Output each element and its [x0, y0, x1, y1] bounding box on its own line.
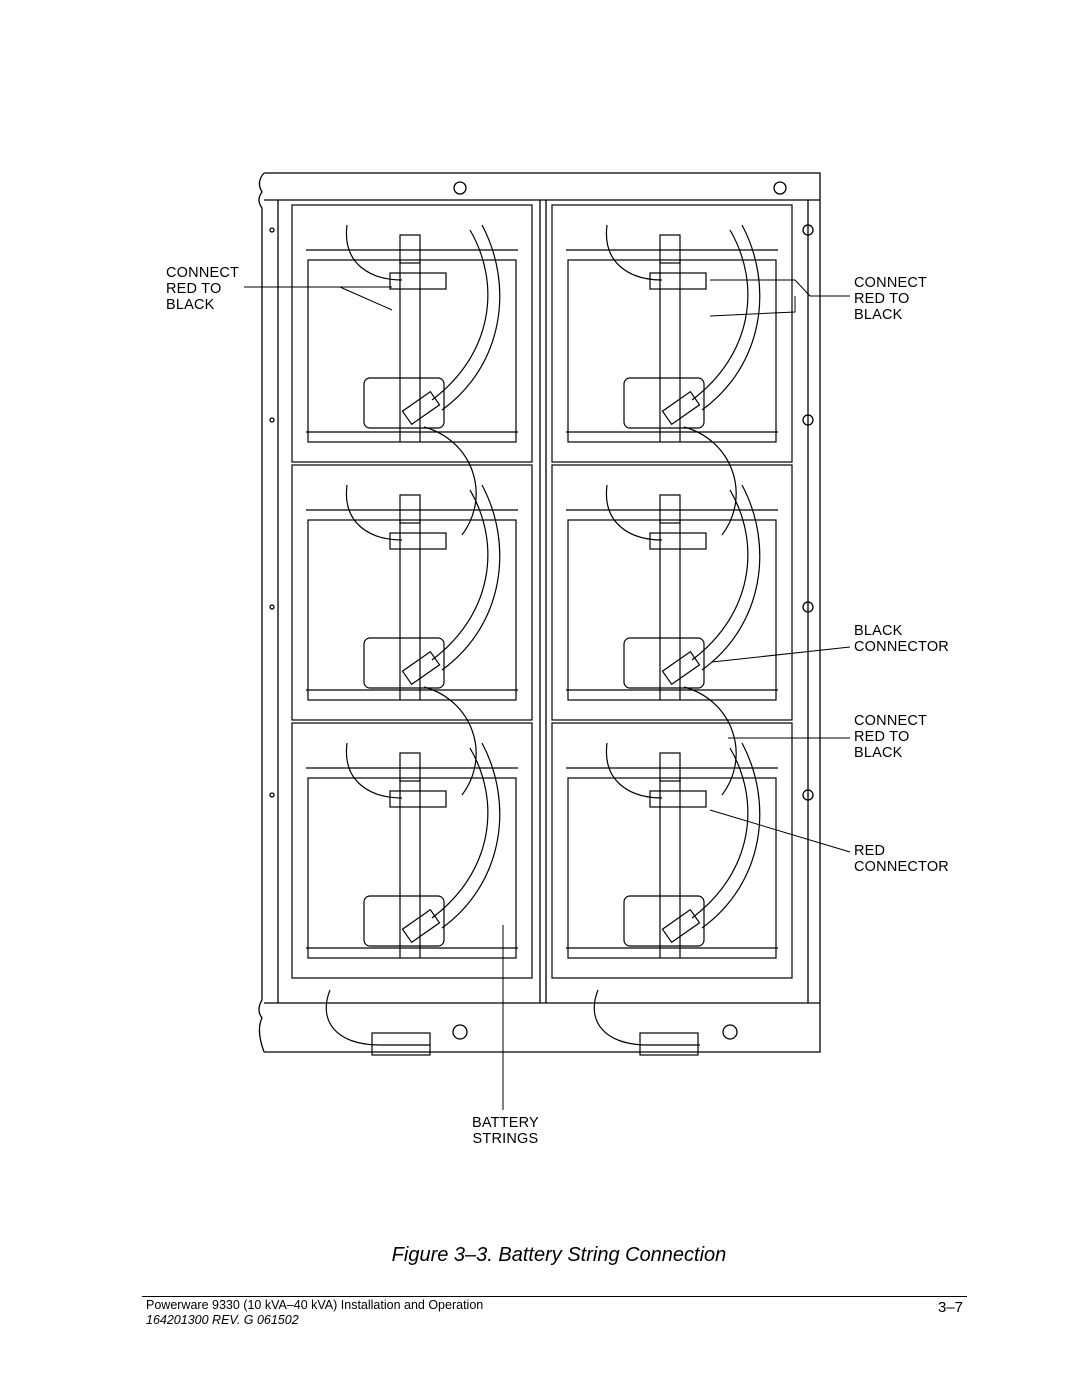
callout-connect-right-mid: CONNECT RED TO BLACK: [854, 713, 928, 761]
callout-leaders: [244, 279, 851, 1110]
battery-bay: [291, 722, 533, 979]
link-connector: [649, 272, 707, 290]
battery-body: [307, 519, 517, 701]
leader-connect-left: [339, 286, 393, 311]
lead-connector: [661, 908, 701, 944]
cable-long: [441, 742, 501, 929]
battery-cells: [291, 204, 793, 1056]
link-connector: [649, 790, 707, 808]
cable-long: [701, 742, 761, 929]
battery-body: [567, 259, 777, 443]
strap-clip: [399, 234, 421, 264]
link-connector: [649, 532, 707, 550]
side-hole: [269, 417, 275, 423]
battery-bay: [551, 722, 793, 979]
leader-black-connector: [711, 646, 851, 663]
lead-connector: [401, 390, 441, 426]
link-connector: [389, 272, 447, 290]
bottom-bolt: [722, 1024, 738, 1040]
jumper-arrow: [683, 426, 737, 536]
cable-long: [691, 747, 749, 919]
cable-long: [691, 489, 749, 661]
cable-top: [605, 224, 663, 281]
cable-top: [605, 484, 663, 541]
link-connector: [389, 790, 447, 808]
top-bolt: [773, 181, 787, 195]
cable-long: [441, 224, 501, 411]
cable-top: [345, 742, 403, 799]
side-hole: [269, 604, 275, 610]
battery-body: [567, 519, 777, 701]
cabinet-break-line: [258, 172, 265, 1053]
jumper-arrow: [423, 686, 477, 796]
cable-top: [605, 742, 663, 799]
bottom-connector: [371, 1032, 431, 1056]
lead-connector: [661, 650, 701, 686]
leader-red-connector: [709, 809, 851, 853]
footer-text: Powerware 9330 (10 kVA–40 kVA) Installat…: [146, 1298, 483, 1328]
terminal-plate: [623, 377, 705, 429]
strap-clip: [659, 494, 681, 524]
footer-page-number: 3–7: [938, 1299, 964, 1316]
callout-red-connector: RED CONNECTOR: [854, 843, 949, 875]
side-bolt: [802, 601, 814, 613]
side-hole: [269, 227, 275, 233]
battery-bay: [291, 204, 533, 463]
footer-doc-number: 164201300 REV. G 061502: [146, 1313, 299, 1327]
strap-clip: [659, 752, 681, 782]
leader-connect-right-top: [709, 279, 850, 317]
battery-body: [307, 259, 517, 443]
terminal-plate: [363, 895, 445, 947]
cable-long: [431, 229, 489, 401]
cable-top: [345, 484, 403, 541]
cable-long: [691, 229, 749, 401]
cable-long: [701, 484, 761, 671]
link-connector: [389, 532, 447, 550]
bottom-bolt: [452, 1024, 468, 1040]
battery-bay: [551, 464, 793, 721]
callout-connect-right-top: CONNECT RED TO BLACK: [854, 275, 928, 323]
terminal-plate: [623, 637, 705, 689]
bottom-cable: [593, 989, 700, 1046]
bottom-cable: [325, 989, 430, 1046]
terminal-plate: [623, 895, 705, 947]
bottom-connector: [639, 1032, 699, 1056]
lead-connector: [401, 908, 441, 944]
footer-title: Powerware 9330 (10 kVA–40 kVA) Installat…: [146, 1298, 484, 1312]
battery-bay: [291, 464, 533, 721]
callout-battery-strings: BATTERY STRINGS: [472, 1115, 539, 1147]
lead-connector: [661, 390, 701, 426]
battery-body: [307, 777, 517, 959]
top-bolt: [453, 181, 467, 195]
jumper-arrow: [423, 426, 477, 536]
footer-rule: [142, 1296, 967, 1297]
terminal-plate: [363, 377, 445, 429]
cable-long: [701, 224, 761, 411]
cable-long: [431, 489, 489, 661]
cabinet-outline: [264, 172, 821, 1053]
battery-body: [567, 777, 777, 959]
callout-connect-left: CONNECT RED TO BLACK: [166, 265, 240, 313]
cable-top: [345, 224, 403, 281]
strap-clip: [659, 234, 681, 264]
strap-clip: [399, 494, 421, 524]
jumper-arrow: [683, 686, 737, 796]
cabinet-frame: [258, 172, 821, 1053]
side-bolt: [802, 414, 814, 426]
cable-long: [431, 747, 489, 919]
battery-bay: [551, 204, 793, 463]
side-hole: [269, 792, 275, 798]
terminal-plate: [363, 637, 445, 689]
lead-connector: [401, 650, 441, 686]
side-bolt: [802, 224, 814, 236]
cable-long: [441, 484, 501, 671]
strap-clip: [399, 752, 421, 782]
callout-black-connector: BLACK CONNECTOR: [854, 623, 949, 655]
side-bolt: [802, 789, 814, 801]
figure-caption: Figure 3–3. Battery String Connection: [391, 1244, 727, 1266]
